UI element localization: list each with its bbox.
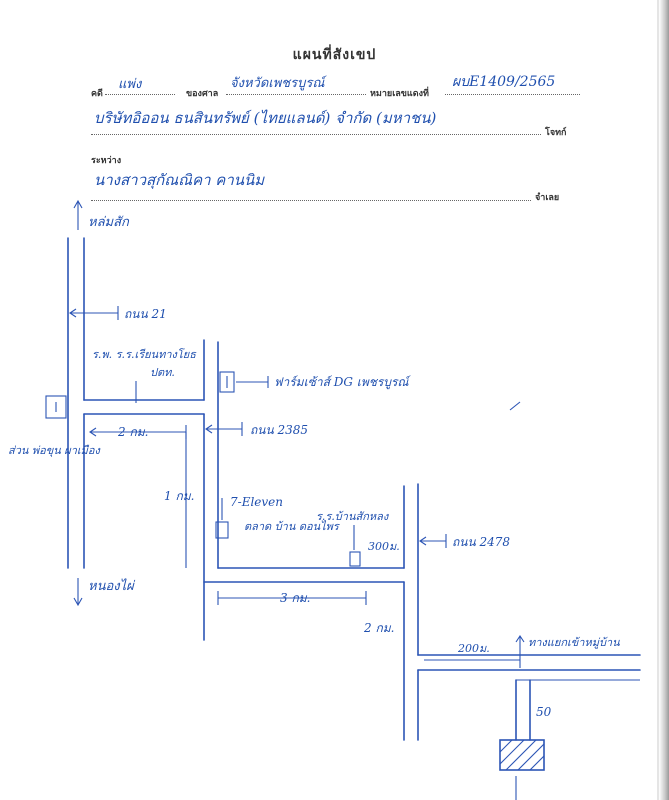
south-arrow bbox=[73, 578, 83, 607]
village-lane bbox=[417, 654, 641, 741]
plaintiff-label: โจทก์ bbox=[545, 128, 567, 138]
case-number-line bbox=[445, 82, 580, 95]
dist-2km-label: 2 กม. bbox=[117, 425, 148, 439]
scan-shadow bbox=[657, 0, 659, 800]
road-2385 bbox=[203, 341, 219, 641]
road-21-marker bbox=[69, 306, 119, 320]
school-label: ร.ร.บ้านสักหลง bbox=[316, 510, 390, 523]
north-arrow bbox=[73, 199, 83, 230]
between-label: ระหว่าง bbox=[91, 156, 122, 166]
dist-3km-marker bbox=[217, 591, 367, 605]
road-2478-marker bbox=[419, 534, 447, 548]
plaintiff-handwritten: บริษัทอิออน ธนสินทรัพย์ (ไทยแลนด์) จำกัด… bbox=[94, 109, 437, 127]
case-number-label: หมายเลขแดงที่ bbox=[370, 89, 429, 99]
talad-label: ตลาด บ้าน ดอนไพร bbox=[244, 520, 341, 533]
defendant-label: จำเลย bbox=[535, 193, 560, 203]
court-label: ของศาล bbox=[186, 89, 219, 99]
defendant-handwritten: นางสาวสุกัณณิคา คานนิม bbox=[94, 171, 265, 189]
case-type-handwritten: แพ่ง bbox=[118, 77, 142, 92]
hospital-label: ร.พ. ร.ร.เรียนทางโยธ bbox=[92, 348, 197, 361]
plaintiff-line bbox=[91, 122, 541, 135]
page-title: แผนที่สังเขป bbox=[292, 47, 377, 63]
pharmacy-marker bbox=[219, 371, 269, 393]
case-label: คดี bbox=[91, 89, 103, 99]
dist-50-label: 50 bbox=[536, 705, 552, 719]
case-type-line bbox=[105, 82, 175, 95]
landmark-label: ทางแยกเข้าหมู่บ้าน bbox=[528, 636, 620, 649]
road-2385-marker bbox=[205, 422, 243, 436]
stray-mark bbox=[509, 401, 521, 411]
ptt-label: ปตท. bbox=[150, 366, 175, 379]
defendant-line bbox=[91, 188, 531, 201]
dist-300m-label: 300ม. bbox=[368, 540, 400, 553]
south-destination-label: หนองไผ่ bbox=[88, 578, 136, 594]
seven-eleven-marker bbox=[215, 498, 229, 539]
landmark-pointer bbox=[515, 635, 525, 668]
transport-depot-marker bbox=[45, 395, 67, 419]
dist-1km-label: 1 กม. bbox=[164, 489, 194, 503]
road-21 bbox=[67, 237, 205, 569]
north-destination-label: หล่มสัก bbox=[88, 215, 130, 230]
court-line bbox=[226, 82, 366, 95]
case-number-handwritten: ผบE1409/2565 bbox=[452, 74, 556, 90]
road-2478-label: ถนน 2478 bbox=[452, 535, 510, 549]
school-marker bbox=[349, 525, 361, 567]
dist-2km-b-label: 2 กม. bbox=[363, 621, 394, 635]
seven-eleven-label: 7-Eleven bbox=[230, 495, 283, 509]
road-2385-label: ถนน 2385 bbox=[250, 423, 308, 437]
road-21-label: ถนน 21 bbox=[124, 307, 167, 321]
transport-label: ส่วน พ่อขุน ผาเมือง bbox=[8, 444, 102, 457]
pharmacy-label: ฟาร์มเซ้าส์ DG เพชรบูรณ์ bbox=[274, 375, 412, 390]
scan-page-edge bbox=[659, 0, 669, 800]
court-handwritten: จังหวัดเพชรบูรณ์ bbox=[230, 76, 325, 91]
target-house bbox=[499, 739, 545, 771]
dist-3km-label: 3 กม. bbox=[280, 591, 310, 605]
dist-200m-label: 200ม. bbox=[457, 642, 490, 655]
road-2478 bbox=[203, 483, 419, 741]
